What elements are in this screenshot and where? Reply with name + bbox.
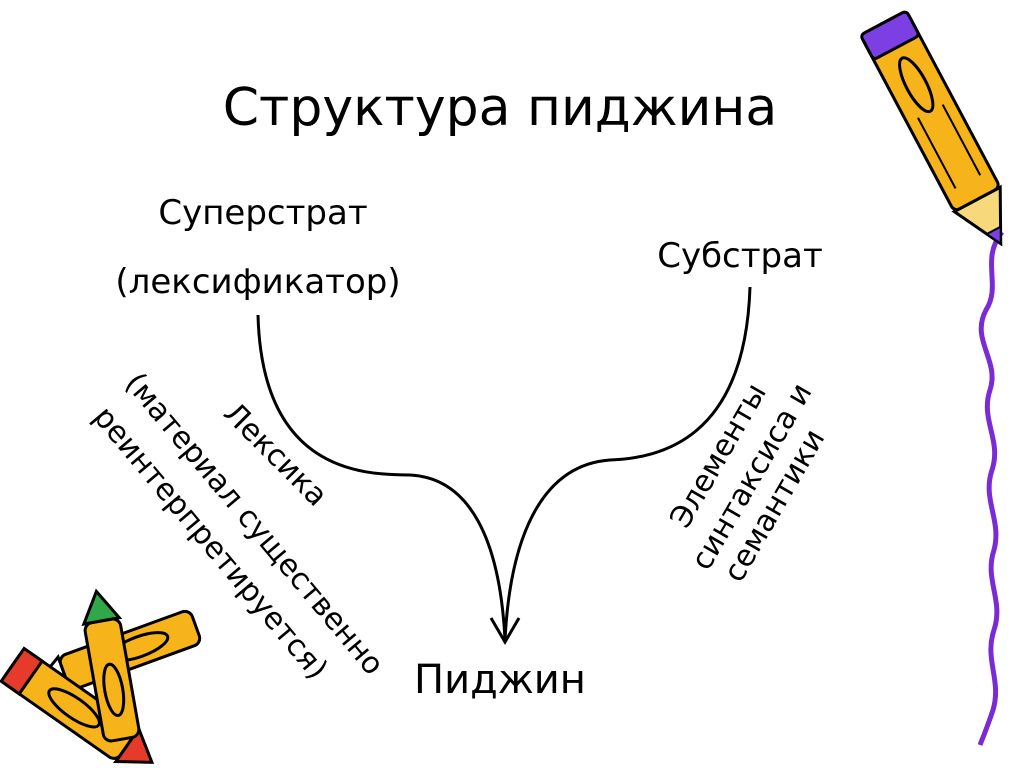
pidgin-label: Пиджин xyxy=(414,657,586,703)
crayon-icon xyxy=(81,588,141,743)
wavy-line xyxy=(977,230,1005,746)
left-arrow xyxy=(256,314,507,641)
arrowhead xyxy=(489,617,521,645)
pencil-icon xyxy=(860,10,1003,247)
page-title: Структура пиджина xyxy=(222,78,778,138)
lexifier-label: (лексификатор) xyxy=(115,262,401,302)
right-arrow xyxy=(503,286,752,641)
substrate-label: Субстрат xyxy=(657,236,823,276)
superstrate-label: Суперстрат xyxy=(158,193,368,233)
